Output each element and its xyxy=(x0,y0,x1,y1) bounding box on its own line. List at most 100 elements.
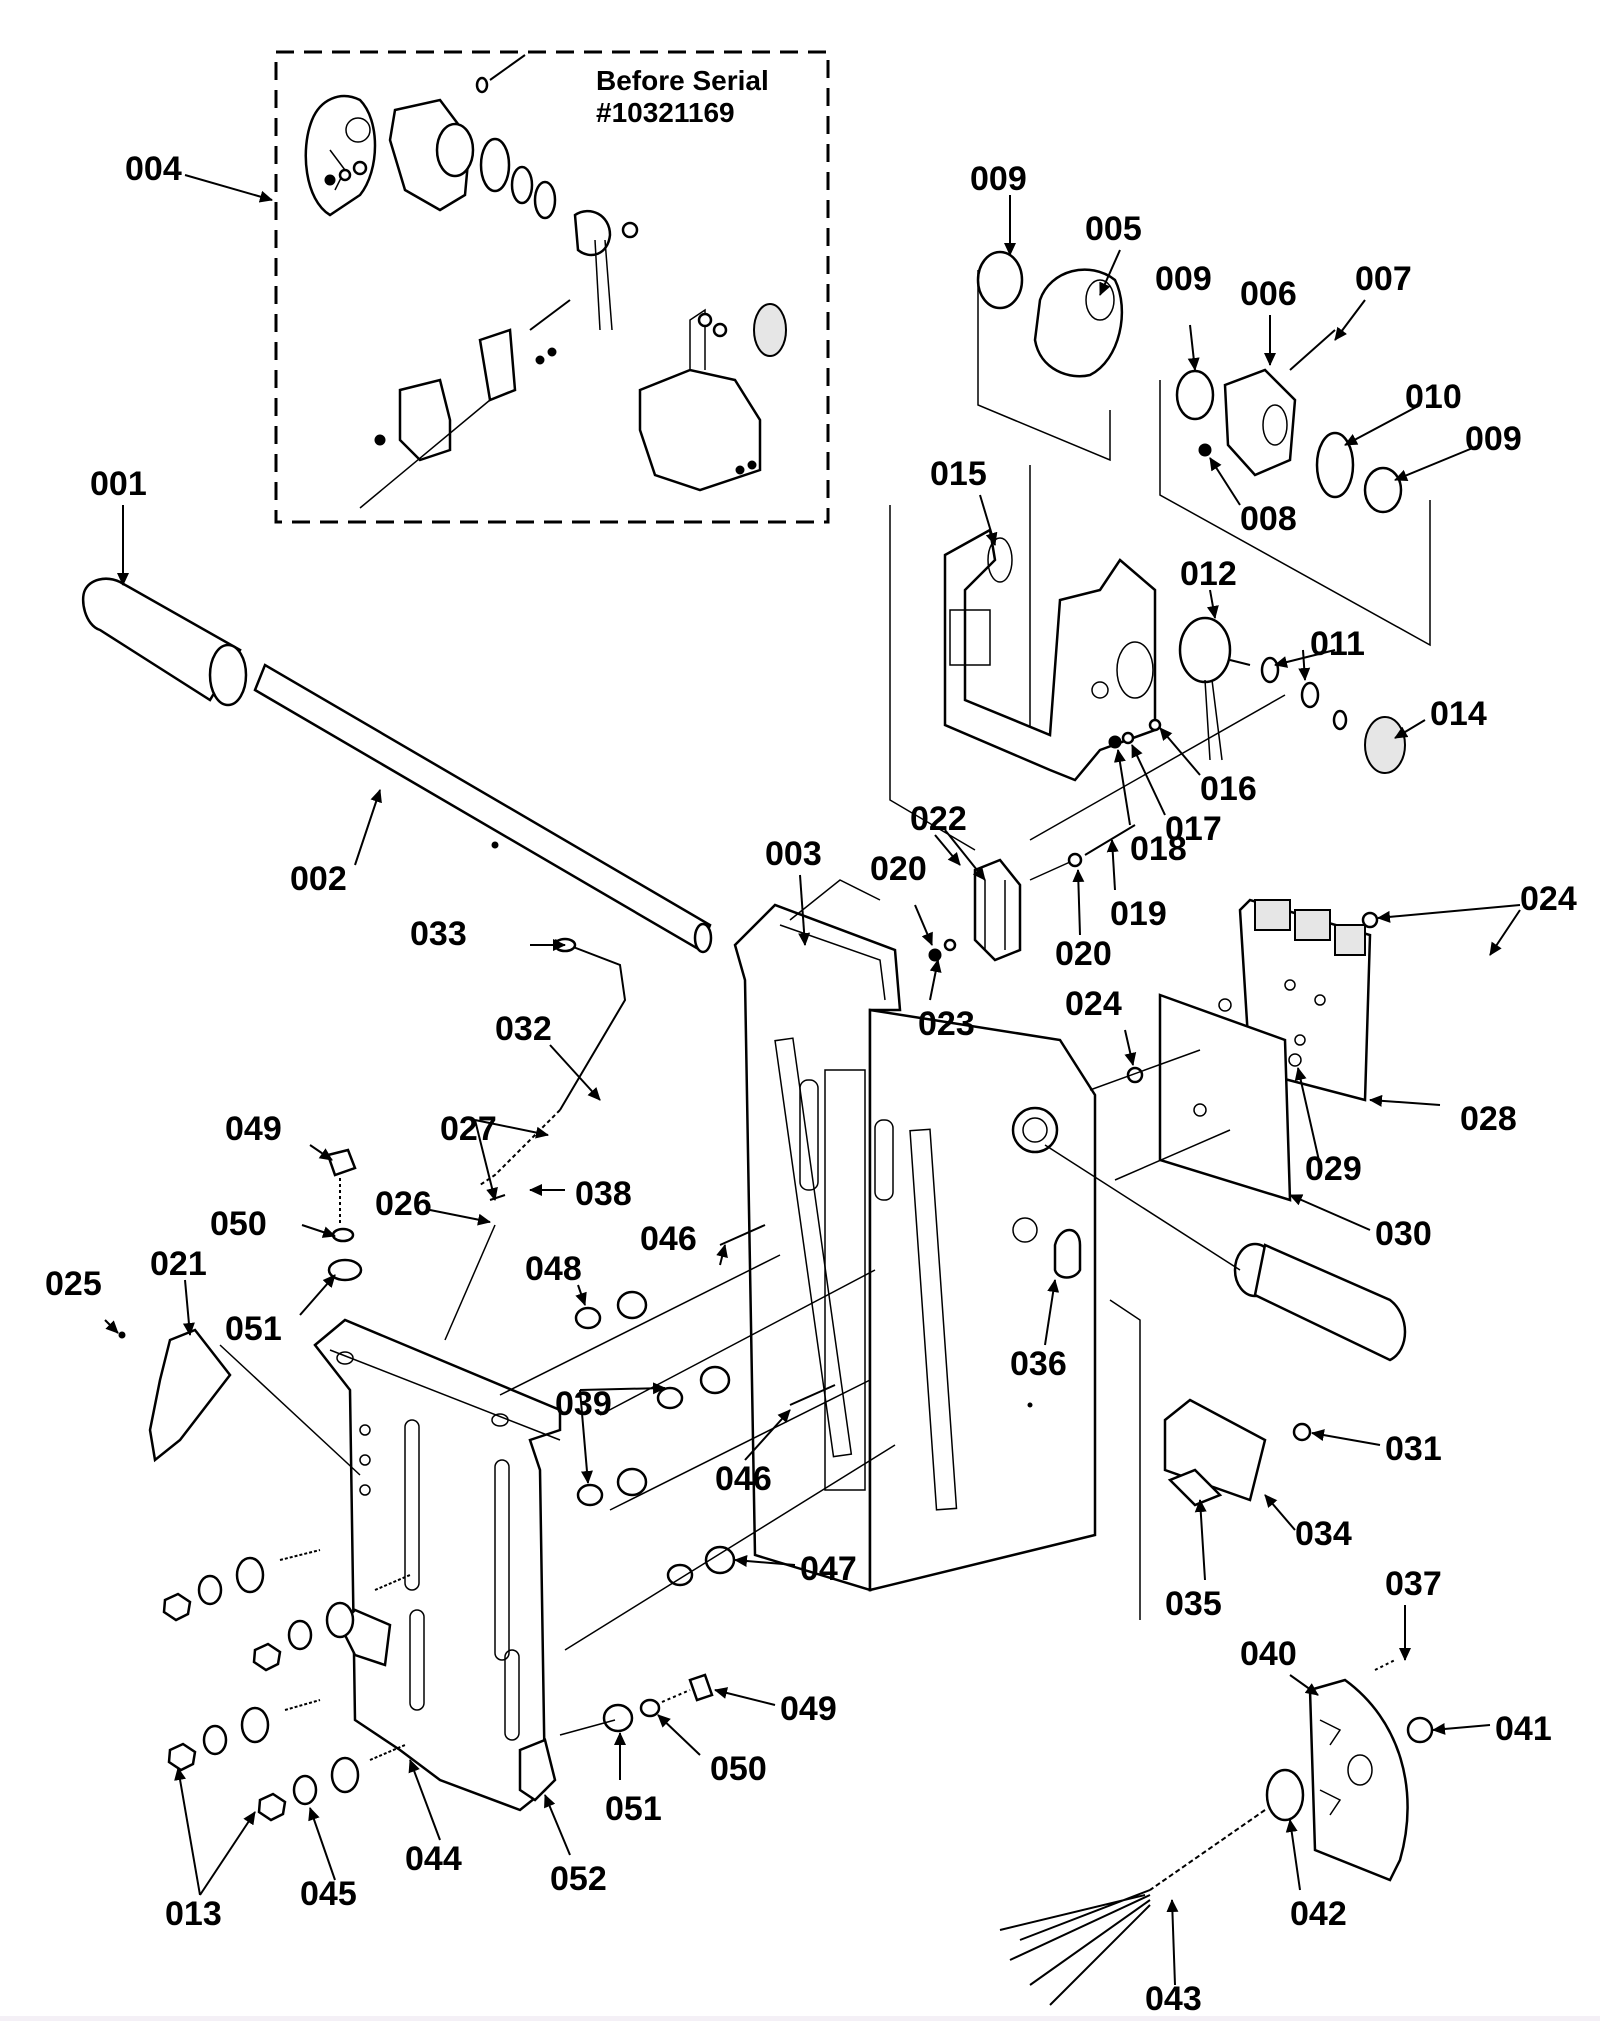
callout-002: 002 xyxy=(290,860,347,898)
callout-004: 004 xyxy=(125,150,182,188)
callout-048: 048 xyxy=(525,1250,582,1288)
callout-039: 039 xyxy=(555,1385,612,1423)
spacer-039a xyxy=(656,1386,684,1410)
screw-019 xyxy=(1084,824,1136,856)
conduit-043 xyxy=(1149,1809,1266,1891)
callout-031: 031 xyxy=(1385,1430,1442,1468)
inset-rings xyxy=(324,137,639,257)
nut-013d xyxy=(257,1792,287,1822)
inset-before-serial: Before Serial #10321169 xyxy=(274,50,830,524)
hardware-left xyxy=(162,1148,896,1822)
callout-027: 027 xyxy=(440,1110,497,1148)
screw-031 xyxy=(1292,1422,1312,1442)
spacer-039b xyxy=(576,1483,604,1507)
callout-047: 047 xyxy=(800,1550,857,1588)
screw-046a xyxy=(719,1224,766,1246)
nut-024a xyxy=(1361,911,1379,929)
callout-038: 038 xyxy=(575,1175,632,1213)
inset-title-line2: #10321169 xyxy=(596,97,735,128)
inset-cam-body xyxy=(388,98,475,212)
callout-009a: 009 xyxy=(970,160,1027,198)
rear-plate-assembly xyxy=(999,1659,1434,2006)
callout-006: 006 xyxy=(1240,275,1297,313)
callout-011: 011 xyxy=(1310,625,1365,663)
spacer-048 xyxy=(574,1306,602,1330)
pot-012 xyxy=(1178,616,1251,761)
clip-035 xyxy=(1167,1468,1223,1507)
latch-assembly xyxy=(1109,1299,1312,1620)
spring-010 xyxy=(1315,431,1355,499)
callout-037: 037 xyxy=(1385,1565,1442,1603)
callout-014: 014 xyxy=(1430,695,1487,733)
screw-016 xyxy=(1148,718,1162,732)
callout-023: 023 xyxy=(918,1005,975,1043)
bottom-edge-strip xyxy=(0,2016,1600,2021)
callout-019: 019 xyxy=(1110,895,1167,933)
callout-030: 030 xyxy=(1375,1215,1432,1253)
callout-009c: 009 xyxy=(1465,420,1522,458)
callout-040: 040 xyxy=(1240,1635,1297,1673)
callout-051a: 051 xyxy=(225,1310,282,1348)
stud-044 xyxy=(369,1744,406,1761)
screw-007 xyxy=(1289,329,1336,371)
callout-044: 044 xyxy=(405,1840,462,1878)
callout-049a: 049 xyxy=(225,1110,282,1148)
callout-028: 028 xyxy=(1460,1100,1517,1138)
callout-021: 021 xyxy=(150,1245,207,1283)
housing-003 xyxy=(733,879,1097,1592)
callout-050b: 050 xyxy=(710,1750,767,1788)
callout-052: 052 xyxy=(550,1860,607,1898)
callout-009b: 009 xyxy=(1155,260,1212,298)
grommet-041 xyxy=(1406,1716,1434,1744)
bushing-009a xyxy=(976,250,1024,310)
bolt-049a xyxy=(326,1148,357,1177)
screw-046b xyxy=(789,1384,836,1406)
tube-002 xyxy=(253,663,712,952)
callout-015: 015 xyxy=(930,455,987,493)
inset-wires xyxy=(594,239,613,331)
spring-038 xyxy=(479,1109,561,1186)
bracket-015 xyxy=(943,528,1157,782)
nut-023 xyxy=(928,948,942,962)
callout-045: 045 xyxy=(300,1875,357,1913)
washer-050b xyxy=(639,1698,661,1718)
callout-018: 018 xyxy=(1130,830,1187,868)
nut-013c xyxy=(167,1742,197,1772)
callout-022: 022 xyxy=(910,800,967,838)
callout-labels: 001 002 003 004 005 006 007 008 009 009 … xyxy=(45,150,1577,2018)
callout-032: 032 xyxy=(495,1010,552,1048)
handle-grip-end xyxy=(208,643,248,707)
ring-042 xyxy=(1265,1768,1305,1822)
callout-051b: 051 xyxy=(605,1790,662,1828)
upper-right-assembly xyxy=(889,250,1431,962)
handle-assembly xyxy=(81,577,713,954)
pin-025 xyxy=(118,1331,126,1339)
callout-001: 001 xyxy=(90,465,147,503)
callout-033: 033 xyxy=(410,915,467,953)
inset-title-line1: Before Serial xyxy=(596,65,769,96)
callout-041: 041 xyxy=(1495,1710,1552,1748)
washer-011b xyxy=(1300,681,1320,709)
callout-049b: 049 xyxy=(780,1690,837,1728)
washer-051a xyxy=(327,1258,363,1282)
standoff-029 xyxy=(1288,1053,1302,1067)
callout-017: 017 xyxy=(1165,810,1222,848)
callout-003: 003 xyxy=(765,835,822,873)
nut-024b xyxy=(1126,1066,1144,1084)
callout-005: 005 xyxy=(1085,210,1142,248)
callout-008: 008 xyxy=(1240,500,1297,538)
bolt-049b xyxy=(688,1673,714,1702)
washer-020b xyxy=(1067,852,1083,868)
callout-029: 029 xyxy=(1305,1150,1362,1188)
callout-020a: 020 xyxy=(870,850,927,888)
washer-051b xyxy=(602,1703,634,1733)
screw-037 xyxy=(1374,1659,1396,1671)
callout-024a: 024 xyxy=(1520,880,1577,918)
callout-046b: 046 xyxy=(715,1460,772,1498)
callout-020b: 020 xyxy=(1055,935,1112,973)
bushing-009b xyxy=(1175,369,1215,421)
washer-050a xyxy=(331,1227,355,1243)
callout-007: 007 xyxy=(1355,260,1412,298)
washer-011a xyxy=(1260,656,1280,684)
